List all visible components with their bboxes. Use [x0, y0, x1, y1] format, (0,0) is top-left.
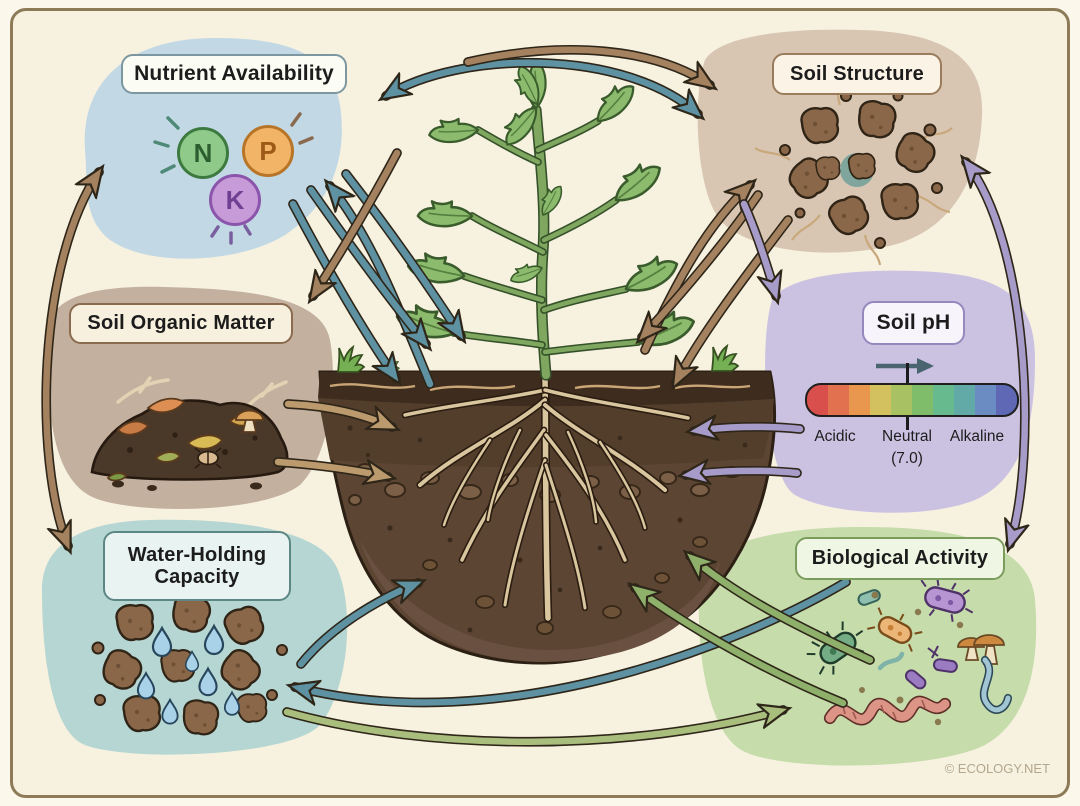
- arrow-structure-bio: [966, 162, 1025, 544]
- beetle-icon: [194, 447, 222, 469]
- arrow-top-brown: [464, 46, 710, 85]
- arrow-nutrient-water: [42, 172, 99, 546]
- earthworm-icon: [825, 697, 950, 724]
- biological-activity-label: Biological Activity: [795, 537, 1005, 580]
- arrow-nutrient-to-soil-1: [289, 200, 396, 378]
- grass-tufts: [337, 345, 739, 373]
- arrow-nutrient-structure: [386, 59, 698, 114]
- arrow-organic-to-soil-1: [284, 400, 392, 427]
- arrow-bio-to-soil-2: [635, 588, 847, 707]
- arrow-ph-to-soil-1: [694, 427, 804, 431]
- ph-acidic-label: Acidic: [814, 428, 856, 445]
- arrow-bio-to-water: [295, 578, 850, 702]
- arrow-bio-to-soil-1: [690, 556, 874, 664]
- arrow-organic-to-soil-2: [274, 462, 388, 477]
- relationship-arrows: [41, 45, 1025, 747]
- soil-structure-illustration: [754, 74, 953, 266]
- arrow-soil-to-nutrient: [330, 186, 434, 388]
- biological-activity-illustration: [806, 578, 1013, 726]
- root-system: [401, 371, 692, 623]
- phosphorus-badge: P: [242, 125, 294, 177]
- small-microbes: [857, 589, 958, 690]
- arrow-nutrient-to-soil-2: [307, 186, 426, 344]
- microbe-icon: [920, 578, 974, 622]
- ph-neutral-label: Neutral: [882, 428, 932, 445]
- ph-scale-bar: [805, 383, 1019, 417]
- arrow-nutrient-to-soil-3: [342, 170, 461, 336]
- soil-structure-label: Soil Structure: [772, 53, 942, 95]
- ph-neutral-value-label: (7.0): [891, 450, 923, 467]
- water-holding-capacity-label: Water-Holding Capacity: [103, 531, 291, 601]
- mushroom-icon: [235, 409, 264, 433]
- potassium-badge: K: [209, 174, 261, 226]
- arrow-water-to-bio: [283, 710, 783, 745]
- npk-rays: [153, 112, 314, 245]
- soil-ph-label: Soil pH: [862, 301, 965, 345]
- watermark: © ECOLOGY.NET: [944, 761, 1050, 776]
- arrow-structure-to-soil-2: [676, 216, 792, 382]
- bacterium-icon: [867, 607, 923, 652]
- nematode-icon: [981, 657, 1011, 713]
- mushrooms-icon: [957, 634, 1005, 665]
- arrow-structure-to-ph: [740, 200, 776, 296]
- nutrient-availability-label: Nutrient Availability: [121, 54, 347, 94]
- nitrogen-badge: N: [177, 127, 229, 179]
- plant-illustration: [395, 57, 696, 381]
- organic-matter-illustration: [90, 376, 289, 491]
- arrow-water-to-soil: [297, 583, 418, 668]
- arrow-ph-to-soil-2: [686, 471, 801, 475]
- ph-alkaline-label: Alkaline: [949, 428, 1005, 445]
- soil-organic-matter-label: Soil Organic Matter: [69, 303, 293, 344]
- arrow-to-organic: [313, 149, 401, 296]
